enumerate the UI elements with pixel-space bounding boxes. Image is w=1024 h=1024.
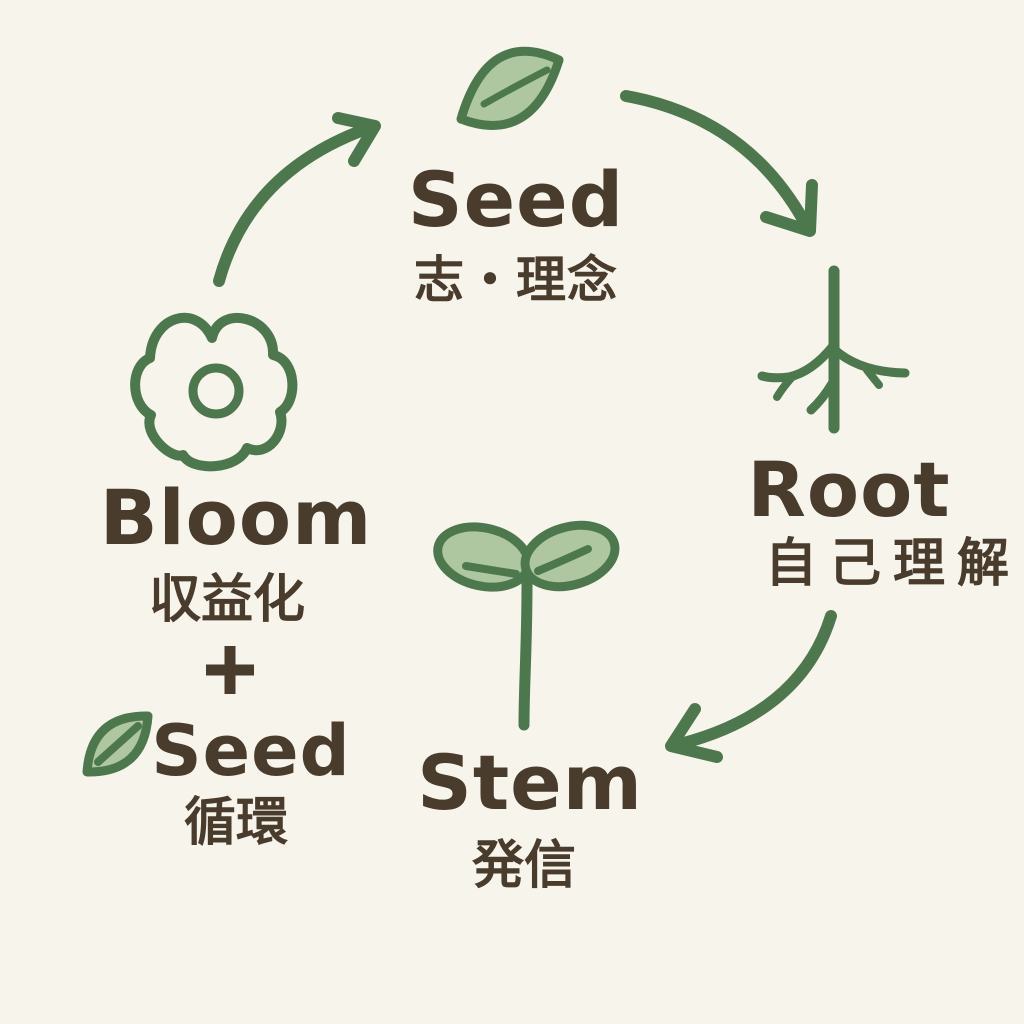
flower-icon xyxy=(130,312,298,472)
seed-label: Seed xyxy=(407,155,625,244)
bloom-label: Bloom xyxy=(99,473,373,562)
sprout-icon xyxy=(433,520,620,731)
stem-label: Stem xyxy=(417,738,643,827)
seed-return-sublabel: 循環 xyxy=(183,793,289,853)
seed-return-label: Seed xyxy=(151,710,351,792)
leaf-icon-small xyxy=(82,711,153,777)
root-sublabel: 自己理解 xyxy=(764,534,1022,594)
arrow-bloom-to-seed xyxy=(213,112,381,287)
leaf-icon xyxy=(456,46,564,130)
seed-sublabel: 志・理念 xyxy=(414,251,618,309)
arrow-seed-to-root xyxy=(620,90,818,237)
bloom-sublabel: 収益化 xyxy=(148,570,306,630)
arrow-root-to-stem xyxy=(665,610,837,763)
roots-icon xyxy=(757,265,910,434)
stem-sublabel: 発信 xyxy=(471,836,577,896)
plus-icon xyxy=(206,646,254,694)
root-label: Root xyxy=(747,445,951,534)
